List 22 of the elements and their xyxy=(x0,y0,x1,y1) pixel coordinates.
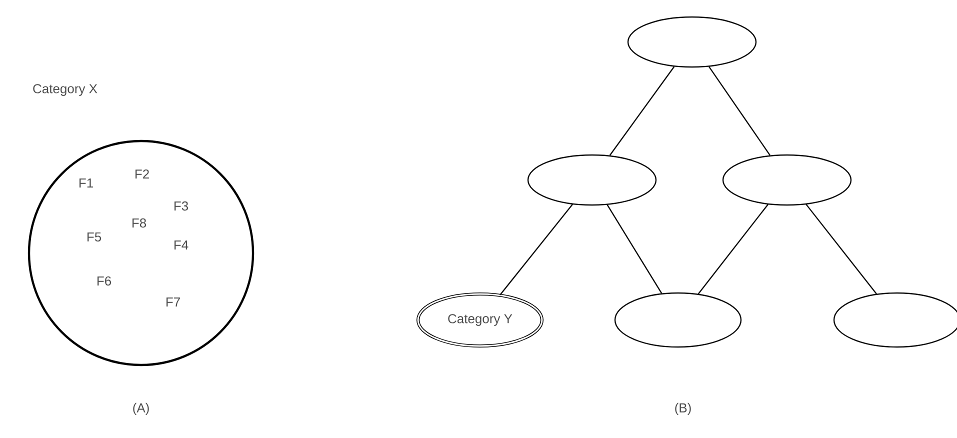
ellipse-node xyxy=(627,16,757,68)
feature-label: F4 xyxy=(174,240,188,250)
ellipse-node xyxy=(614,292,742,348)
feature-label: F1 xyxy=(80,178,93,188)
tree-line xyxy=(708,66,770,156)
feature-label: F2 xyxy=(136,169,149,179)
ellipse-node xyxy=(527,154,657,206)
ellipse-node xyxy=(722,154,852,206)
feature-label: F5 xyxy=(88,232,102,242)
feature-label: F6 xyxy=(98,276,112,286)
tree-line xyxy=(609,66,675,156)
category-circle xyxy=(28,84,254,366)
feature-label: F8 xyxy=(132,218,146,228)
panel-label: (A) xyxy=(133,402,149,416)
tree-line xyxy=(500,204,573,296)
feature-label: F3 xyxy=(174,201,188,211)
tree-line xyxy=(806,204,877,294)
tree-line xyxy=(606,204,662,294)
panel-label: (B) xyxy=(675,402,691,416)
tree-line xyxy=(698,204,768,294)
category-heading: Category X xyxy=(33,84,98,96)
feature-label: F7 xyxy=(166,298,180,306)
